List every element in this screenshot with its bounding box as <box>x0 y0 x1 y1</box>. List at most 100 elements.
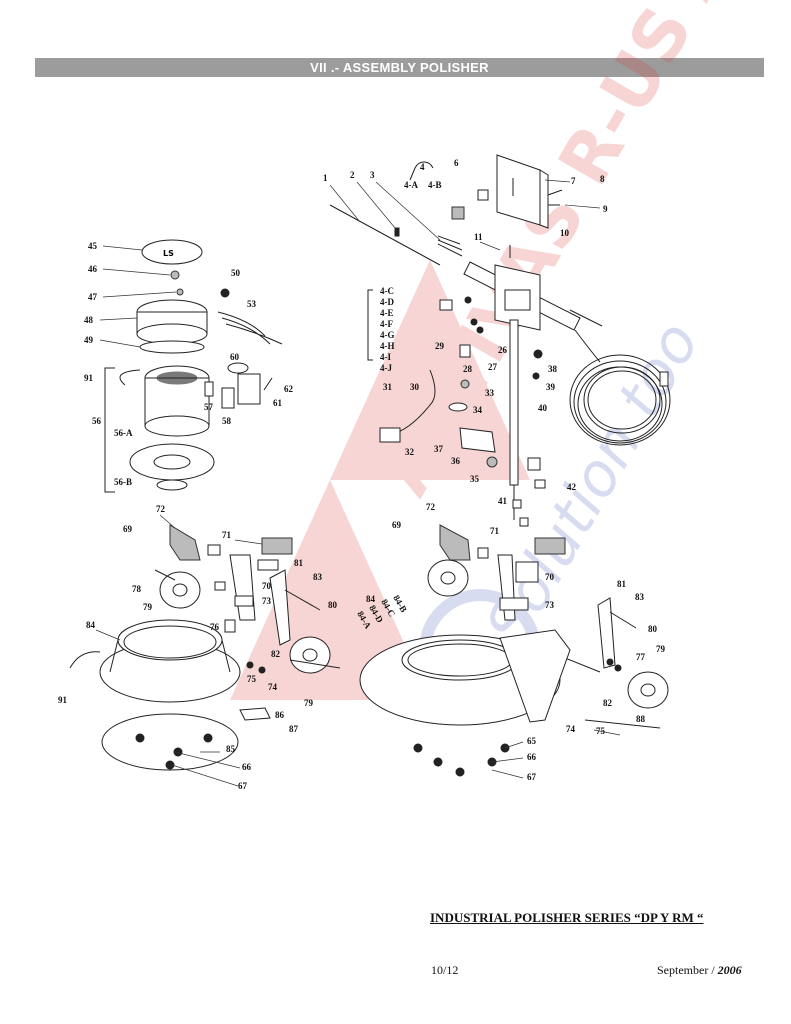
callout-label: 85 <box>226 744 236 754</box>
callout-label: 81 <box>294 558 304 568</box>
callout-label: 42 <box>567 482 577 492</box>
callout-label: 40 <box>538 403 548 413</box>
callout-label: 11 <box>474 232 483 242</box>
callout-label: 81 <box>617 579 627 589</box>
right-base-assembly <box>359 524 669 777</box>
callout-label: 35 <box>470 474 480 484</box>
callout-label: 79 <box>143 602 153 612</box>
callout-label: 56-A <box>114 428 133 438</box>
callout-label: 87 <box>289 724 299 734</box>
callout-label: 28 <box>463 364 473 374</box>
callout-label: 78 <box>132 584 142 594</box>
series-title: INDUSTRIAL POLISHER SERIES “DP Y RM “ <box>430 910 704 925</box>
callout-label: 48 <box>84 315 94 325</box>
callout-label: 70 <box>262 581 272 591</box>
callout-label: 38 <box>548 364 558 374</box>
callout-label: 72 <box>426 502 436 512</box>
watermark-text-1: ACTIVAS R-US AND <box>364 0 791 508</box>
callout-label: 50 <box>231 268 241 278</box>
callout-label: 41 <box>498 496 508 506</box>
callout-label: 60 <box>230 352 240 362</box>
callout-label: 4-E <box>380 308 394 318</box>
leader-lines <box>95 179 621 787</box>
callout-label: 83 <box>635 592 645 602</box>
callout-label: 56-B <box>114 477 132 487</box>
callout-label: 82 <box>271 649 281 659</box>
callout-label: 88 <box>636 714 646 724</box>
callout-label: 31 <box>383 382 393 392</box>
callout-label: 80 <box>648 624 658 634</box>
callout-label: 91 <box>58 695 68 705</box>
callout-label: 4-B <box>428 180 442 190</box>
callout-label: 69 <box>123 524 133 534</box>
callout-label: 73 <box>262 596 272 606</box>
callout-label: 75 <box>247 674 257 684</box>
callout-label: 71 <box>222 530 232 540</box>
handle-assembly <box>329 154 671 527</box>
callout-label: 79 <box>304 698 314 708</box>
callout-label: 33 <box>485 388 495 398</box>
callout-label: 1 <box>323 173 328 183</box>
callout-label: 9 <box>603 204 608 214</box>
callout-label: 67 <box>238 781 248 791</box>
callout-label: 30 <box>410 382 420 392</box>
callout-label: 84 <box>86 620 96 630</box>
callout-label: 71 <box>490 526 500 536</box>
date-month: September / <box>657 963 715 977</box>
callout-label: 46 <box>88 264 98 274</box>
callout-label: 34 <box>473 405 483 415</box>
callout-label: 4-H <box>380 341 395 351</box>
callout-label: 26 <box>498 345 508 355</box>
callout-label: 91 <box>84 373 94 383</box>
callout-label: 76 <box>210 622 220 632</box>
callout-label: 77 <box>636 652 646 662</box>
callout-label: 27 <box>488 362 498 372</box>
callout-label: 79 <box>656 644 666 654</box>
callout-label: 72 <box>156 504 166 514</box>
callout-label: 66 <box>527 752 537 762</box>
callout-label: 65 <box>527 736 537 746</box>
callout-label: 66 <box>242 762 252 772</box>
callout-label: 82 <box>603 698 613 708</box>
callout-label: 67 <box>527 772 537 782</box>
page-number: 10/12 <box>431 963 459 977</box>
publication-date: September / 2006 <box>657 963 742 978</box>
callout-label: 29 <box>435 341 445 351</box>
callout-label: 2 <box>350 170 355 180</box>
callout-label: 49 <box>84 335 94 345</box>
date-year: 2006 <box>717 963 742 977</box>
callout-label: 74 <box>268 682 278 692</box>
svg-text:LS: LS <box>163 249 174 258</box>
callout-label: 62 <box>284 384 294 394</box>
motor-assembly: LS <box>104 239 283 493</box>
callout-label: 36 <box>451 456 461 466</box>
callout-label: 45 <box>88 241 98 251</box>
callout-label: 84 <box>366 594 376 604</box>
callout-label: 37 <box>434 444 444 454</box>
callout-label: 58 <box>222 416 232 426</box>
callout-label: 73 <box>545 600 555 610</box>
left-base-assembly <box>69 524 341 771</box>
callout-label: 4-F <box>380 319 393 329</box>
callout-label: 6 <box>454 158 459 168</box>
callout-label: 39 <box>546 382 556 392</box>
callout-label: 74 <box>566 724 576 734</box>
callout-label: 4-G <box>380 330 395 340</box>
callout-label: 32 <box>405 447 415 457</box>
section-header: VII .- ASSEMBLY POLISHER <box>35 58 764 77</box>
callout-label: 4 <box>420 162 425 172</box>
callout-label: 8 <box>600 174 605 184</box>
callout-label: 57 <box>204 402 214 412</box>
callout-label: 4-I <box>380 352 391 362</box>
callout-label: 4-D <box>380 297 394 307</box>
callout-label: 3 <box>370 170 375 180</box>
callout-label: 86 <box>275 710 285 720</box>
callout-label: 70 <box>545 572 555 582</box>
callout-label: 4-C <box>380 286 394 296</box>
callout-label: 4-J <box>380 363 392 373</box>
callout-label: 83 <box>313 572 323 582</box>
callout-label: 4-A <box>404 180 418 190</box>
callout-label: 56 <box>92 416 102 426</box>
callout-label: 53 <box>247 299 257 309</box>
